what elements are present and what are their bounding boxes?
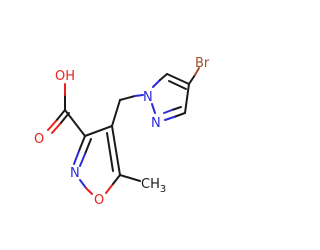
molecule-svg: OH O N O CH3 N N Br: [34, 56, 210, 208]
bond-ch2-n1b: [134, 94, 144, 97]
bond-c3p-n2-a: [173, 112, 186, 118]
label-carbonyl-o: O: [34, 132, 44, 147]
bond-c3-n-b2: [79, 153, 86, 167]
label-methyl-subscript: 3: [160, 184, 166, 195]
bond-c3p-n2-a2: [164, 116, 175, 121]
label-methyl: CH3: [141, 177, 166, 195]
atom-labels: OH O N O CH3 N N Br: [34, 56, 210, 208]
label-isoxazole-n: N: [70, 166, 80, 181]
bond-c3-c4: [84, 125, 113, 137]
bond-c4-ch2: [111, 99, 121, 127]
bond-c5p-c4p-b: [168, 80, 187, 90]
bonds: [47, 67, 200, 195]
bond-ch2-n1: [119, 95, 136, 101]
bond-n2-n1: [151, 103, 156, 114]
label-methyl-ch: CH: [141, 177, 160, 192]
bond-n1-c5p-b: [159, 73, 168, 81]
bond-cooh-c-o-a: [55, 109, 66, 122]
bond-n-o2: [85, 187, 93, 195]
bond-acid-c3: [64, 109, 86, 137]
bond-c5p-c4p-a: [166, 73, 190, 85]
bond-c3-n-a: [78, 135, 86, 152]
bond-c3p-n2-b: [171, 106, 182, 111]
label-pyrazole-n1: N: [143, 90, 153, 105]
bond-c3-n-b: [84, 138, 92, 155]
bond-c4p-br: [188, 74, 196, 85]
label-pyrazole-n2: N: [151, 116, 161, 131]
bond-c5-c4-b: [106, 132, 114, 172]
bond-n-o: [79, 179, 87, 189]
bond-c3-n-a2: [73, 150, 80, 165]
label-bromine: Br: [195, 56, 210, 71]
bond-o-c5b: [112, 174, 121, 185]
label-carboxyl-oh: OH: [55, 69, 75, 84]
label-isoxazole-o: O: [94, 193, 104, 208]
bond-cooh-c-o-b2: [51, 123, 61, 134]
bond-c5-methyl: [119, 174, 141, 182]
bond-c5-c4-a: [111, 125, 121, 176]
structure-diagram: OH O N O CH3 N N Br: [34, 56, 210, 208]
bond-cooh-c-o-a2: [47, 120, 57, 131]
bond-c4p-c3p: [184, 83, 190, 114]
bond-n1-c5p: [152, 79, 161, 88]
bond-o-c5: [105, 183, 114, 194]
bond-c3p-n2-b2: [163, 109, 173, 114]
bond-c4p-br2: [194, 67, 200, 76]
